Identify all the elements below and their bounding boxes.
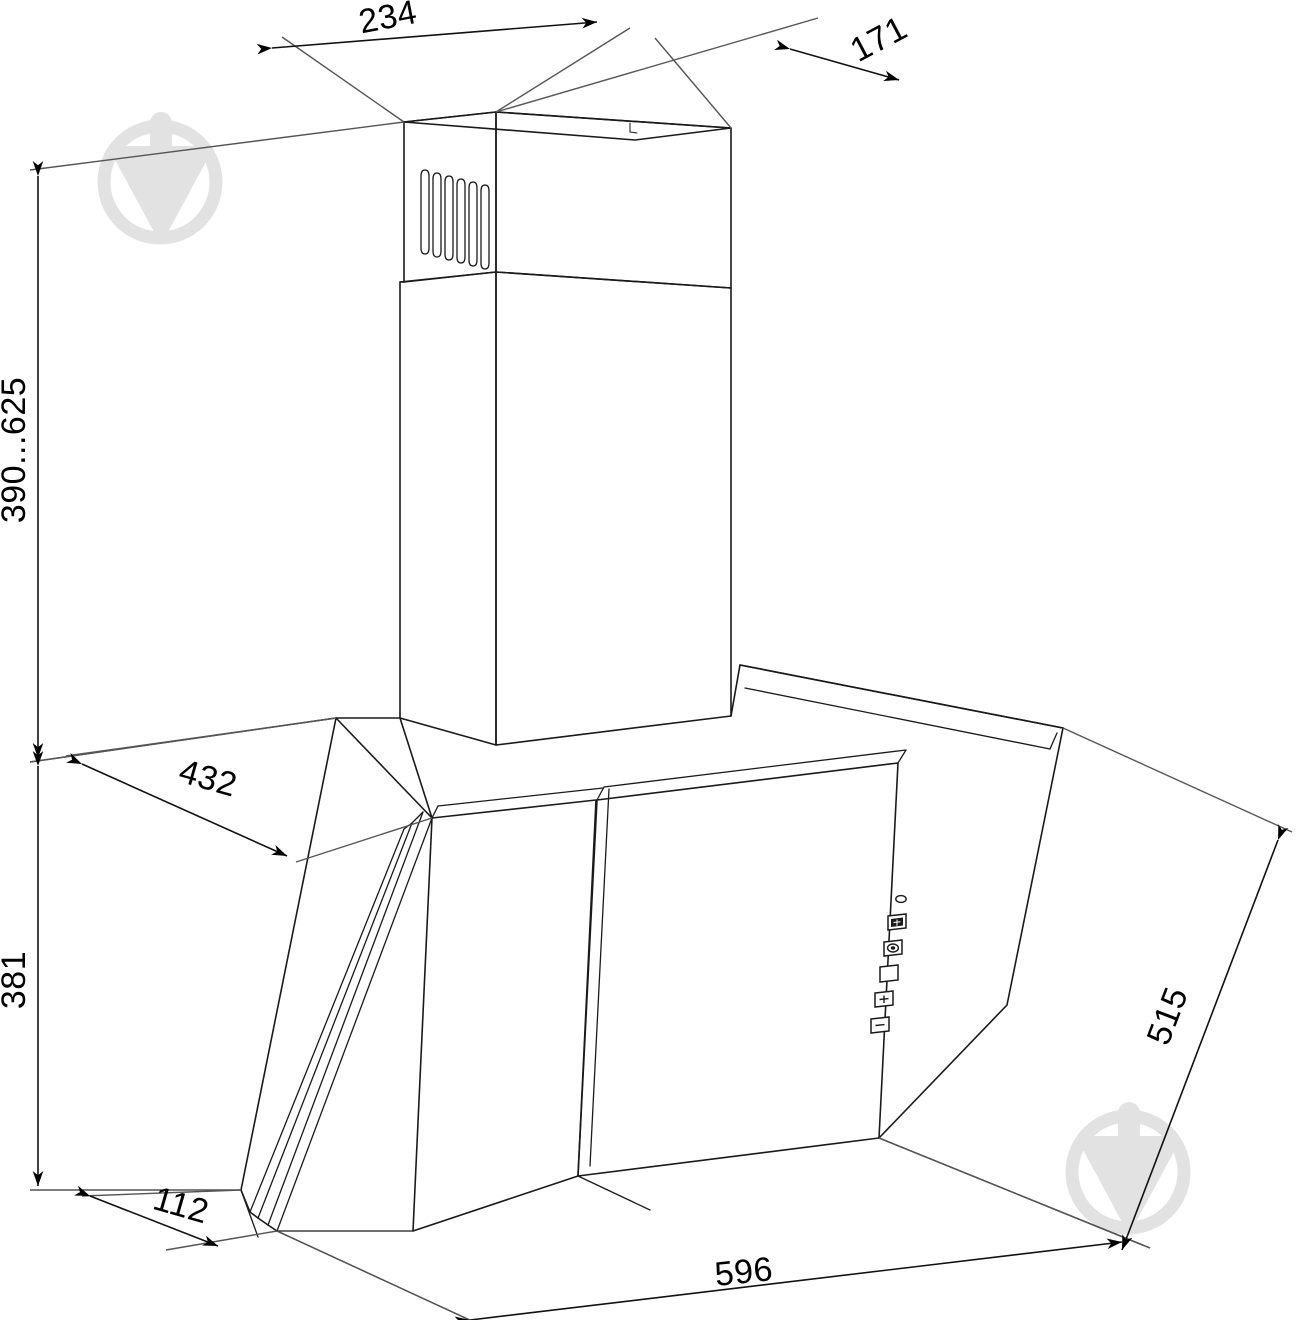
chimney-vent-slots (420, 169, 490, 270)
glass-panel-right (577, 749, 907, 1177)
glass-panel-left (412, 787, 604, 1232)
dim-label-515: 515 (1140, 982, 1196, 1050)
hood-left-side-edge-stack (240, 811, 433, 1232)
hood-base-plan-outline (240, 1137, 1141, 1320)
speed-up-button[interactable] (874, 990, 894, 1008)
dim-body-depth-lower (74, 1185, 278, 1251)
dim-label-596: 596 (713, 1250, 775, 1294)
dim-label-432: 432 (175, 752, 241, 805)
dim-label-390-625: 390...625 (0, 377, 33, 523)
right-angle-marker (629, 122, 638, 134)
timer-button[interactable] (887, 913, 907, 931)
dim-label-171: 171 (844, 9, 913, 70)
hood-rear-panel (739, 664, 1064, 1139)
dim-overall-width (276, 1137, 1151, 1320)
dim-overall-depth (878, 727, 1293, 1251)
touch-control-panel[interactable] (870, 894, 907, 1034)
chimney-lower-section (399, 271, 732, 746)
dim-body-depth-upper (65, 717, 433, 863)
dim-chimney-width (495, 17, 900, 129)
dim-label-381: 381 (0, 951, 33, 1009)
light-button[interactable] (883, 939, 903, 957)
power-button[interactable] (879, 964, 899, 983)
speed-down-button[interactable] (870, 1016, 890, 1034)
power-led-icon (895, 894, 907, 904)
dim-chimney-depth (256, 17, 631, 123)
dim-chimney-height-range (29, 121, 405, 763)
watermark-top-left (97, 112, 223, 245)
dim-label-234: 234 (356, 0, 420, 41)
watermark-bottom-right (1065, 1102, 1191, 1235)
